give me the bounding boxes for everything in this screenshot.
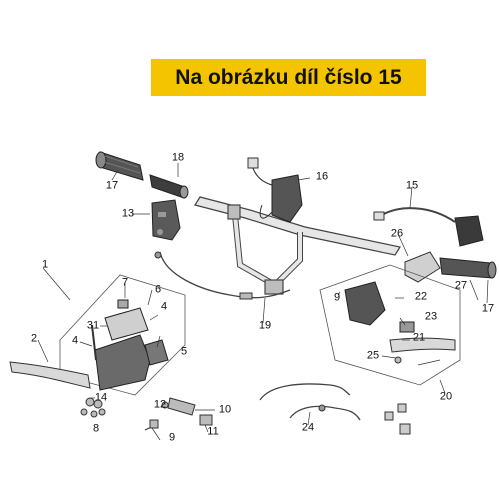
callout-6: 6 [154,283,162,296]
callout-19: 19 [258,319,272,332]
callout-24: 24 [301,421,315,434]
callout-20: 20 [439,390,453,403]
callout-31: 31 [86,319,100,332]
callout-27: 27 [454,279,468,292]
lower-fittings [144,397,213,431]
throttle-housing [404,251,497,283]
callout-16: 16 [315,170,329,183]
callout-11: 11 [207,425,219,438]
assembly-frame-20 [319,264,461,386]
bolts-right [384,403,411,435]
master-cylinder [91,299,169,391]
callout-12: 12 [153,398,167,411]
brake-lever-right [389,337,456,364]
callout-23: 23 [424,310,438,323]
callout-15: 15 [405,179,419,192]
callout-8: 8 [92,422,100,435]
callout-9-left: 9 [168,431,176,444]
throttle-cable [373,207,484,247]
callout-14: 14 [94,391,108,404]
left-grip [95,151,144,181]
callout-4: 4 [160,300,168,313]
callout-17-left: 17 [105,179,119,192]
brake-lever-left [9,361,91,389]
part-number-banner: Na obrázku díl číslo 15 [151,59,426,96]
switch-housing-left [151,199,181,241]
leader-lines [37,163,489,441]
callout-25: 25 [366,349,380,362]
callout-7: 7 [121,276,129,289]
cable-19 [154,251,291,300]
callout-26: 26 [390,227,404,240]
callout-18: 18 [171,151,185,164]
callout-13: 13 [121,207,135,220]
callout-3: 4 [71,334,79,347]
callout-10: 10 [218,403,232,416]
callout-21: 21 [412,331,426,344]
right-switch-housing [344,281,415,333]
callout-2: 2 [30,332,38,345]
handlebar [194,196,401,295]
callout-17-right: 17 [481,302,495,315]
callout-9-right: 9 [333,291,341,304]
switch-housing-right [247,157,303,223]
callout-5: 5 [180,345,188,358]
callout-1: 1 [41,258,49,271]
callout-22: 22 [414,290,428,303]
cable-24 [259,383,361,421]
grip-sleeve [149,174,189,199]
